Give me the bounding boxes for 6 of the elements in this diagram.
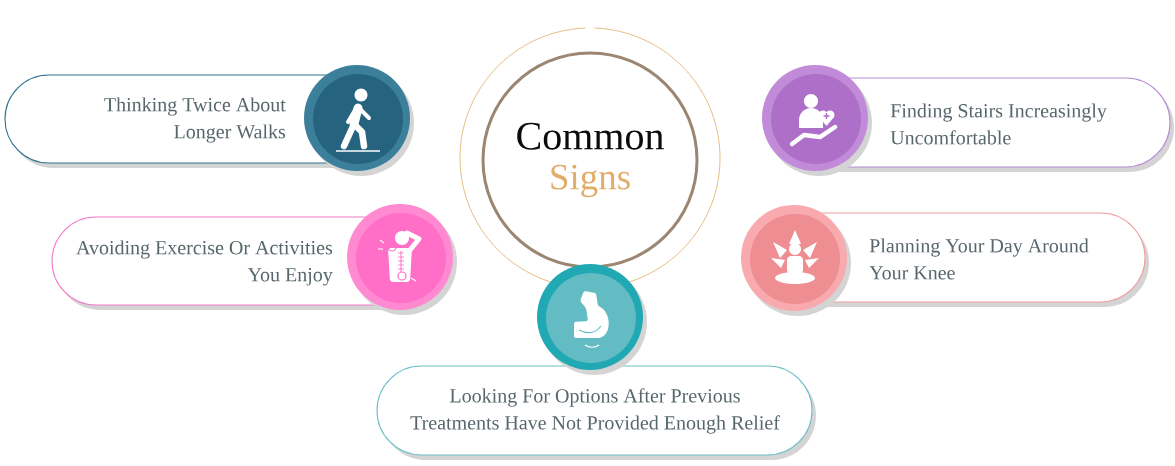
pill-box: Looking For Options After Previous Treatments Have Not Provided Enough Relief: [376, 365, 816, 460]
pill-box: Avoiding Exercise Or Activities You Enjoy: [51, 216, 385, 310]
node-label: Looking For Options After Previous Treatments Have Not Provided Enough Relief: [410, 388, 780, 434]
pill-box: Finding Stairs Increasingly Uncomfortable: [831, 77, 1174, 172]
pill-box: Planning Your Day Around Your Knee: [818, 212, 1149, 307]
pill-box: Thinking Twice About Longer Walks: [4, 74, 336, 168]
